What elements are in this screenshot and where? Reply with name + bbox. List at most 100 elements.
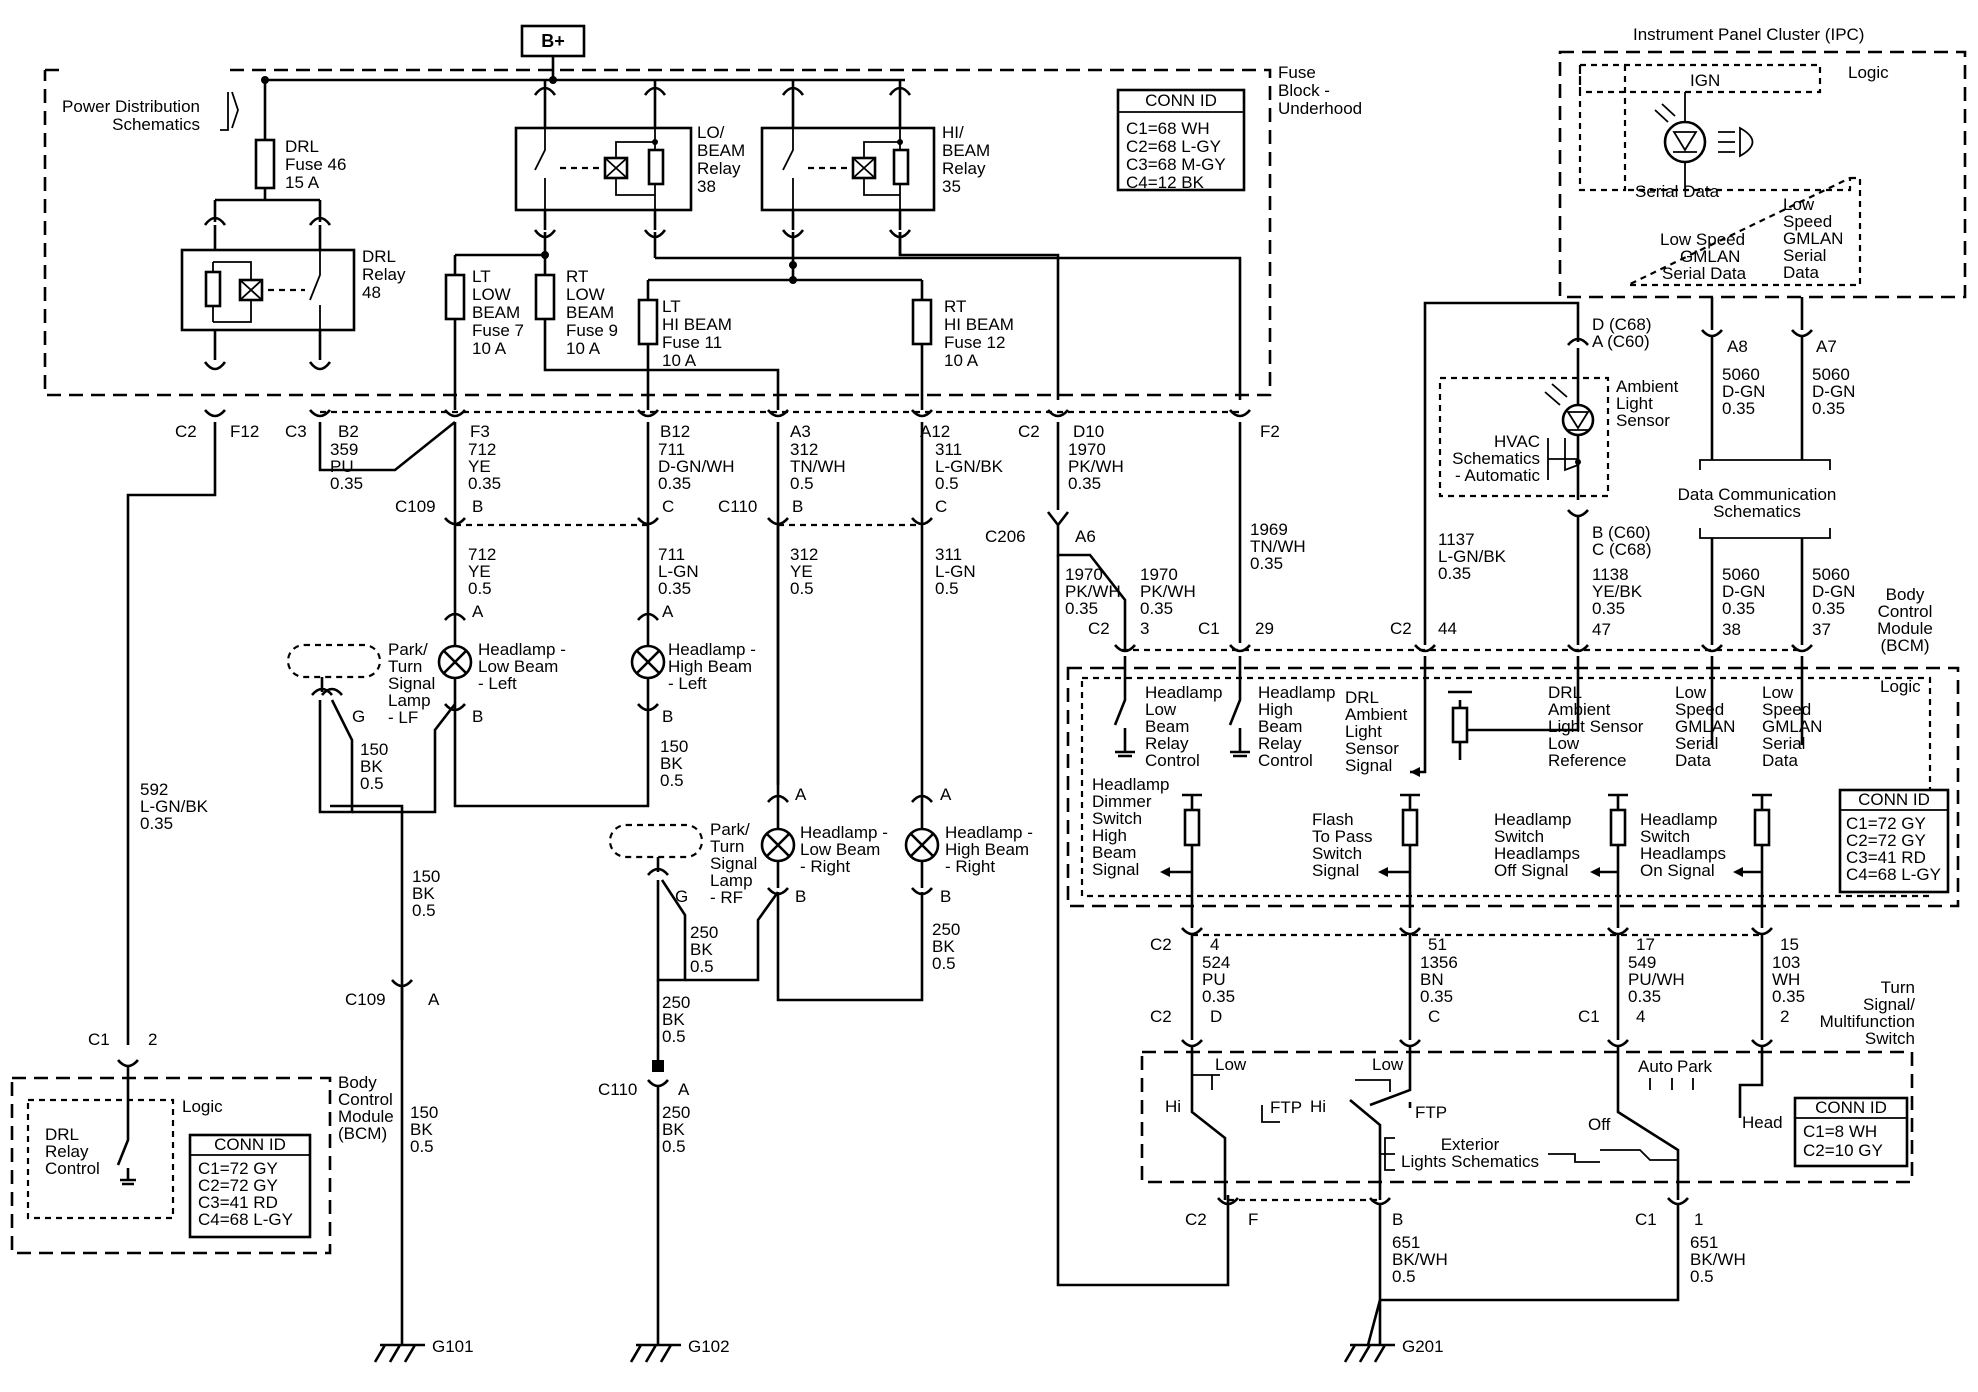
svg-text:C3=41 RD: C3=41 RD xyxy=(1846,848,1926,867)
conn-id-fuse-block: CONN ID C1=68 WH C2=68 L-GY C3=68 M-GY C… xyxy=(1116,88,1246,192)
svg-text:GMLAN: GMLAN xyxy=(1762,717,1822,736)
svg-text:0.5: 0.5 xyxy=(660,771,684,790)
conn-c110-top: C110 xyxy=(718,497,757,516)
svg-text:C2: C2 xyxy=(1150,935,1172,954)
svg-text:D-GN: D-GN xyxy=(1812,582,1855,601)
svg-text:G102: G102 xyxy=(688,1337,730,1356)
svg-text:A: A xyxy=(472,602,484,621)
svg-text:Headlamp: Headlamp xyxy=(1494,810,1572,829)
svg-text:0.35: 0.35 xyxy=(1722,399,1755,418)
svg-text:Fuse 12: Fuse 12 xyxy=(944,333,1005,352)
svg-text:HI BEAM: HI BEAM xyxy=(662,315,732,334)
conn-c206: C206 xyxy=(985,527,1026,546)
svg-text:Control: Control xyxy=(45,1159,100,1178)
svg-text:Headlamp -: Headlamp - xyxy=(478,640,566,659)
svg-text:- Right: - Right xyxy=(800,857,850,876)
svg-text:A7: A7 xyxy=(1816,337,1837,356)
svg-text:Low Beam: Low Beam xyxy=(478,657,558,676)
svg-text:0.35: 0.35 xyxy=(330,474,363,493)
svg-text:5060: 5060 xyxy=(1722,365,1760,384)
svg-text:D-GN: D-GN xyxy=(1722,582,1765,601)
hvac-label: HVAC Schematics - Automatic xyxy=(1452,432,1540,485)
svg-text:CONN ID: CONN ID xyxy=(1145,91,1217,110)
svg-text:Headlamps: Headlamps xyxy=(1640,844,1726,863)
svg-text:A: A xyxy=(940,785,952,804)
svg-text:BK/WH: BK/WH xyxy=(1392,1250,1448,1269)
svg-text:0.35: 0.35 xyxy=(1812,399,1845,418)
svg-text:3: 3 xyxy=(1140,619,1149,638)
park-lamp-lf xyxy=(286,643,382,679)
ipc-box xyxy=(1558,50,1967,299)
svg-text:A: A xyxy=(662,602,674,621)
svg-text:Light Sensor: Light Sensor xyxy=(1548,717,1644,736)
svg-text:L-GN/BK: L-GN/BK xyxy=(935,457,1004,476)
svg-text:BK: BK xyxy=(410,1120,433,1139)
svg-text:Low: Low xyxy=(1762,683,1794,702)
svg-text:359: 359 xyxy=(330,440,358,459)
svg-text:Park/: Park/ xyxy=(710,820,750,839)
svg-text:Headlamp: Headlamp xyxy=(1145,683,1223,702)
svg-text:GMLAN: GMLAN xyxy=(1680,247,1740,266)
svg-text:Signal: Signal xyxy=(1345,756,1392,775)
svg-text:A (C60): A (C60) xyxy=(1592,332,1650,351)
svg-text:0.35: 0.35 xyxy=(1722,599,1755,618)
svg-text:51: 51 xyxy=(1428,935,1447,954)
svg-text:1970: 1970 xyxy=(1068,440,1106,459)
svg-text:A: A xyxy=(795,785,807,804)
svg-text:B: B xyxy=(1392,1210,1403,1229)
svg-text:711: 711 xyxy=(658,545,685,564)
svg-text:LOW: LOW xyxy=(566,285,605,304)
svg-text:Dimmer: Dimmer xyxy=(1092,792,1152,811)
svg-text:0.35: 0.35 xyxy=(1140,599,1173,618)
svg-text:- Left: - Left xyxy=(478,674,517,693)
svg-text:D (C68): D (C68) xyxy=(1592,315,1652,334)
svg-text:2: 2 xyxy=(148,1030,157,1049)
svg-text:0.5: 0.5 xyxy=(468,579,492,598)
svg-text:0.35: 0.35 xyxy=(1250,554,1283,573)
headlamp-high-beam-left-label: Headlamp -High Beam- Left xyxy=(668,640,756,693)
svg-text:C2: C2 xyxy=(1185,1210,1207,1229)
svg-text:Reference: Reference xyxy=(1548,751,1626,770)
svg-text:0.5: 0.5 xyxy=(410,1137,434,1156)
svg-text:Headlamp -: Headlamp - xyxy=(668,640,756,659)
svg-text:Low Beam: Low Beam xyxy=(800,840,880,859)
svg-text:Lamp: Lamp xyxy=(388,691,431,710)
svg-text:Lamp: Lamp xyxy=(710,871,753,890)
svg-text:524: 524 xyxy=(1202,953,1230,972)
svg-text:B (C60): B (C60) xyxy=(1592,523,1651,542)
svg-text:TN/WH: TN/WH xyxy=(1250,537,1306,556)
svg-text:10 A: 10 A xyxy=(662,351,697,370)
svg-text:C2: C2 xyxy=(1088,619,1110,638)
svg-text:17: 17 xyxy=(1636,935,1655,954)
svg-text:PU/WH: PU/WH xyxy=(1628,970,1685,989)
svg-text:0.5: 0.5 xyxy=(932,954,956,973)
svg-text:YE: YE xyxy=(468,457,491,476)
svg-text:44: 44 xyxy=(1438,619,1457,638)
svg-text:Headlamp -: Headlamp - xyxy=(945,823,1033,842)
svg-text:DRL: DRL xyxy=(1548,683,1582,702)
svg-text:Park/: Park/ xyxy=(388,640,428,659)
svg-text:Lights Schematics: Lights Schematics xyxy=(1401,1152,1539,1171)
bcm-input-resistors xyxy=(1182,793,1772,928)
svg-text:711: 711 xyxy=(658,440,685,459)
svg-text:10 A: 10 A xyxy=(472,339,507,358)
svg-text:GMLAN: GMLAN xyxy=(1675,717,1735,736)
svg-text:C1: C1 xyxy=(88,1030,110,1049)
svg-text:Serial Data: Serial Data xyxy=(1635,182,1720,201)
svg-text:0.35: 0.35 xyxy=(1068,474,1101,493)
svg-text:Turn: Turn xyxy=(1881,978,1915,997)
svg-text:Headlamps: Headlamps xyxy=(1494,844,1580,863)
svg-text:PK/WH: PK/WH xyxy=(1140,582,1196,601)
svg-text:Control: Control xyxy=(1258,751,1313,770)
conn-b2: B2 xyxy=(338,422,359,441)
park-lamp-rf xyxy=(608,823,704,859)
svg-text:C2=68 L-GY: C2=68 L-GY xyxy=(1126,137,1221,156)
